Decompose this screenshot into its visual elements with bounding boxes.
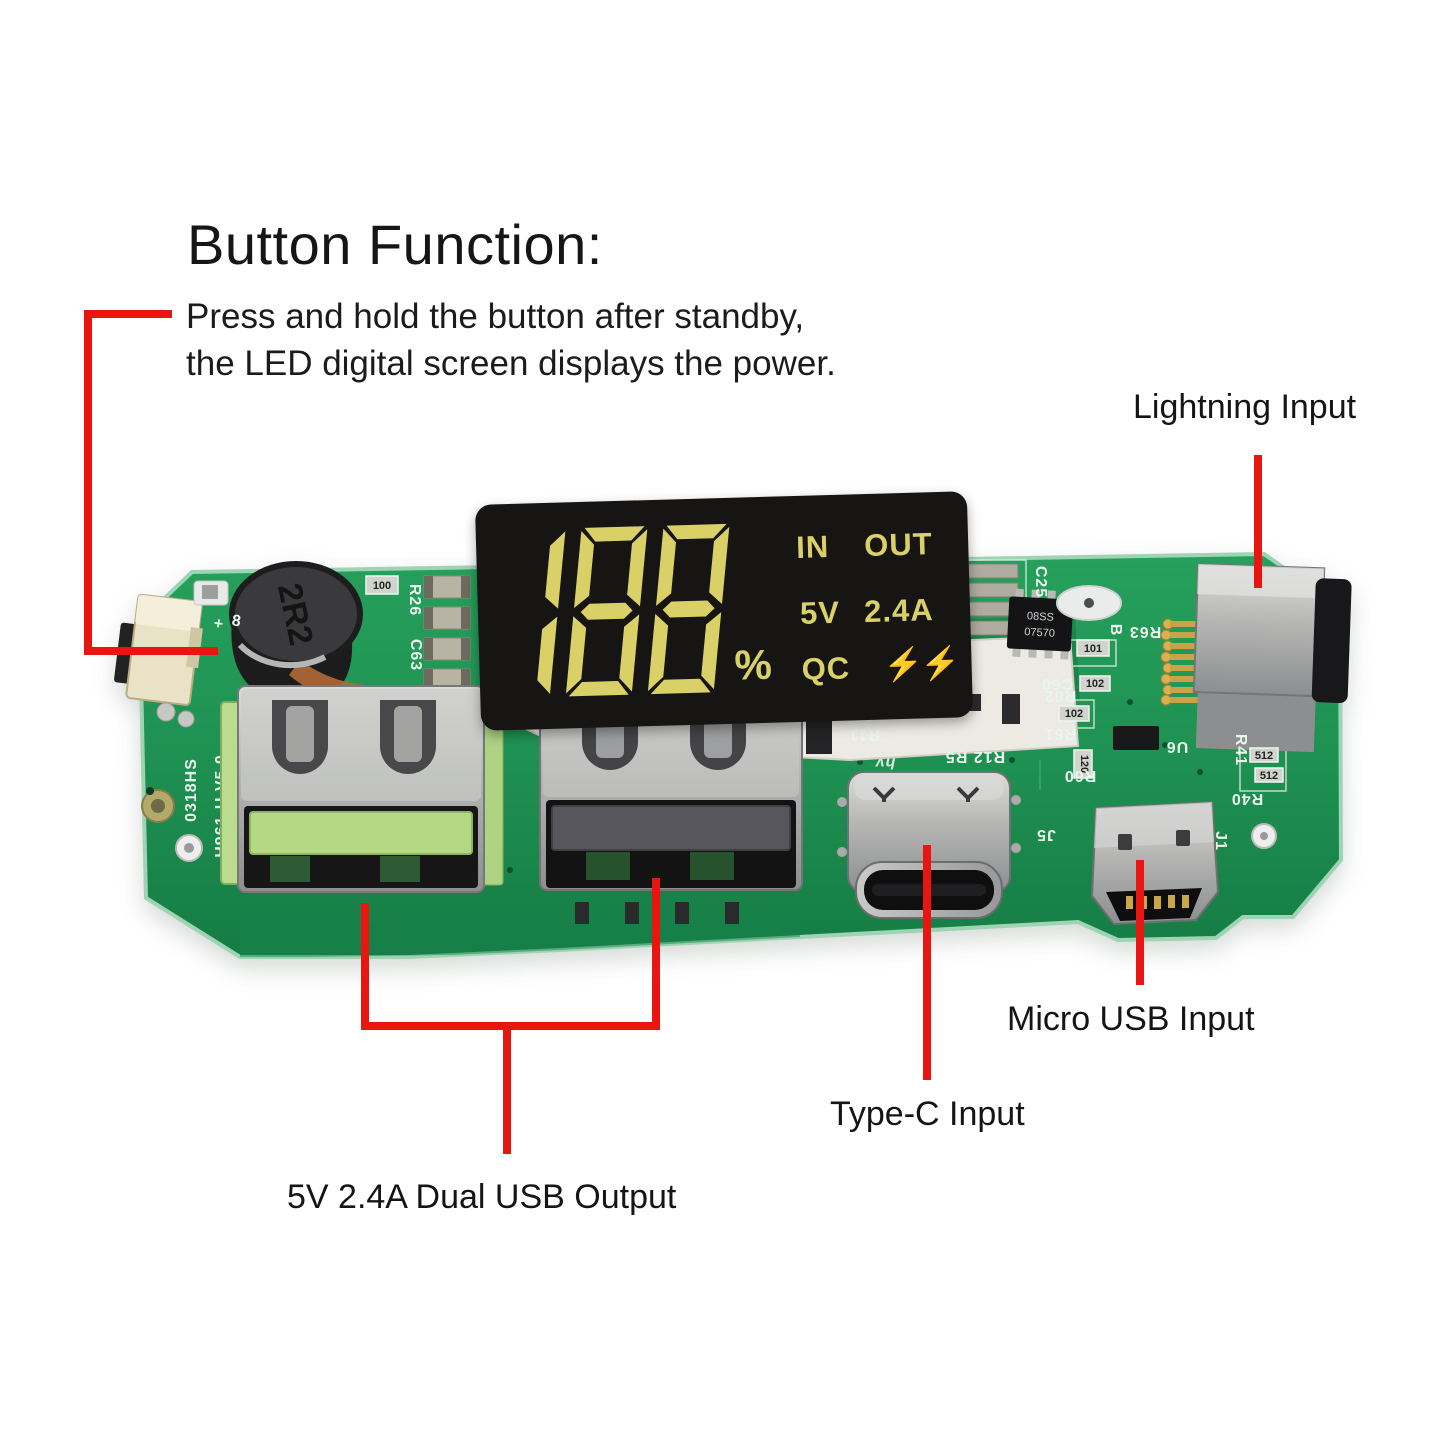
display-digits bbox=[537, 523, 730, 697]
resistor-value-512a: 512 bbox=[1255, 750, 1273, 762]
callout-line-usb2 bbox=[652, 878, 660, 1030]
callout-line-button-vertical bbox=[84, 310, 92, 655]
label-type-c-input: Type-C Input bbox=[830, 1095, 1025, 1133]
display-volt-label: 5V bbox=[799, 594, 841, 631]
sot23-ic bbox=[1113, 726, 1159, 750]
silkscreen-r11: R11 bbox=[848, 726, 879, 743]
silkscreen-c25: C25 bbox=[1032, 566, 1049, 598]
silkscreen-c63: C63 bbox=[407, 639, 424, 671]
connector-pins bbox=[1160, 618, 1198, 706]
solder-blob bbox=[156, 702, 176, 722]
mounting-marks bbox=[141, 580, 1277, 862]
silkscreen-eight: 8 bbox=[231, 612, 243, 630]
silkscreen-u6: U6 bbox=[1166, 738, 1188, 755]
resistor-value-120: 120 bbox=[1078, 755, 1090, 773]
silkscreen-r61: R61 bbox=[1044, 725, 1076, 742]
silkscreen-r12-r5: R12 R5 bbox=[945, 748, 1005, 765]
button-function-description: Press and hold the button after standby,… bbox=[186, 293, 836, 387]
callout-line-button-bottom bbox=[84, 647, 218, 655]
display-amp-label: 2.4A bbox=[863, 592, 935, 630]
silkscreen-r63: R63 bbox=[1129, 623, 1161, 640]
callout-line-usb-bracket bbox=[361, 1022, 660, 1030]
callout-line-type-c bbox=[923, 845, 931, 1080]
resistor-value-100: 100 bbox=[373, 580, 391, 592]
silkscreen-c60: C60 bbox=[1041, 675, 1073, 692]
callout-line-usb-stem bbox=[503, 1030, 511, 1154]
micro-usb-port bbox=[1090, 800, 1220, 926]
silkscreen-labels: + 8 R26 C63 100 R11 R12 R5 J5 C25 B R63 … bbox=[213, 566, 1284, 851]
callout-line-button-top bbox=[84, 310, 172, 318]
ic-marking-line2: 07570 bbox=[1024, 626, 1055, 640]
silkscreen-plus: + bbox=[213, 615, 226, 633]
silkscreen-b: B bbox=[1107, 624, 1124, 637]
silkscreen-r62: R62 bbox=[1044, 687, 1076, 704]
resistor-value-102a: 102 bbox=[1086, 678, 1104, 690]
resistor-value-102b: 102 bbox=[1065, 708, 1083, 720]
usb-spring-contact bbox=[380, 700, 436, 774]
label-lightning-input: Lightning Input bbox=[1133, 388, 1357, 426]
display-in-label: IN bbox=[795, 529, 830, 565]
resistor-value-512b: 512 bbox=[1260, 770, 1278, 782]
resistor-array-left bbox=[423, 575, 471, 692]
label-dual-usb-output: 5V 2.4A Dual USB Output bbox=[287, 1178, 677, 1216]
display-qc-label: QC bbox=[801, 650, 851, 687]
ic-marking-line1: 08SS bbox=[1027, 610, 1055, 623]
display-out-label: OUT bbox=[863, 526, 934, 564]
display-percent-label: % bbox=[733, 640, 774, 689]
resistor-value-101: 101 bbox=[1084, 643, 1102, 655]
lightning-port bbox=[1160, 562, 1352, 753]
callout-line-micro-usb bbox=[1136, 860, 1144, 985]
silkscreen-r41: R41 bbox=[1232, 734, 1249, 766]
silkscreen-j5: J5 bbox=[1036, 826, 1056, 843]
silkscreen-j1: J1 bbox=[1212, 831, 1229, 851]
inductor-2r2: 2R2 bbox=[229, 561, 395, 705]
silkscreen-date-code: 0318HS bbox=[183, 758, 200, 822]
usb-a-port-1 bbox=[220, 685, 504, 893]
usb-spring-contact bbox=[272, 700, 328, 774]
silkscreen-r40: R40 bbox=[1231, 790, 1263, 807]
callout-line-lightning bbox=[1254, 455, 1262, 588]
solder-blob bbox=[177, 710, 195, 728]
led-display: IN OUT 5V 2.4A % QC ⚡⚡ bbox=[474, 491, 974, 731]
lightning-bolt-icons: ⚡⚡ bbox=[883, 644, 958, 683]
silkscreen-r60: R60 bbox=[1064, 767, 1096, 784]
label-micro-usb-input: Micro USB Input bbox=[1007, 1000, 1255, 1038]
description-line-1: Press and hold the button after standby, bbox=[186, 297, 805, 336]
description-line-2: the LED digital screen displays the powe… bbox=[186, 344, 836, 383]
silkscreen-r26: R26 bbox=[406, 584, 423, 616]
callout-line-usb1 bbox=[361, 903, 369, 1030]
page-title: Button Function: bbox=[187, 213, 603, 276]
